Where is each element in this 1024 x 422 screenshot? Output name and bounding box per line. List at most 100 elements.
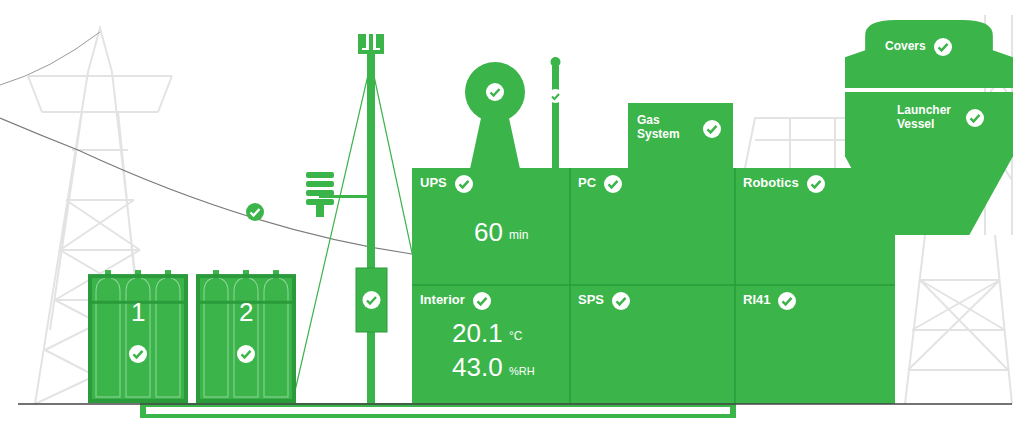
compartment-dividers (412, 168, 895, 404)
gas-pipe (140, 403, 736, 418)
status-check-circle (807, 175, 825, 193)
status-check-mark (617, 297, 626, 303)
power-line-upper (0, 32, 100, 85)
radiation-shield (306, 199, 334, 205)
status-check-circle (604, 175, 622, 193)
rack-frame (90, 276, 186, 401)
covers-shape (845, 20, 1013, 88)
radiation-shield (306, 172, 334, 178)
status-check (703, 120, 721, 138)
gas-pipe-inner (146, 407, 730, 414)
covers-outline (845, 18, 1013, 88)
background-structures (28, 15, 1012, 404)
guy-wires (292, 62, 414, 404)
status-check-circle (778, 292, 796, 310)
gas-cylinder-rack: 1 (88, 262, 188, 403)
station-building (412, 168, 895, 404)
ri41-compartment: RI41 (735, 285, 875, 404)
vessel-shape (845, 92, 1013, 235)
gas-system-box: Gas System (628, 103, 733, 169)
node-label: Covers (885, 40, 926, 54)
node-label: Gas System (637, 114, 697, 142)
node-label: 2 (239, 298, 253, 328)
radiation-shield (306, 181, 334, 187)
reading-value: min (509, 229, 528, 243)
radiation-shield (316, 205, 324, 217)
node-label: 1 (131, 298, 145, 328)
status-check-circle (703, 120, 721, 138)
status-check-circle (246, 203, 264, 221)
status-check-mark (609, 180, 618, 186)
sky-camera-dome (465, 62, 525, 122)
status-check-mark (478, 297, 487, 303)
sps-compartment: SPS (570, 285, 735, 404)
antenna-pole (552, 66, 559, 169)
status-check-mark (491, 89, 500, 96)
reading-value: %RH (509, 365, 535, 378)
status-check-circle (966, 109, 984, 127)
status-check-mark (939, 44, 948, 50)
ground-line (18, 403, 1012, 405)
gas-cylinder (96, 278, 120, 397)
status-check-circle (486, 83, 504, 101)
status-check (807, 175, 825, 193)
node-label: SPS (578, 293, 604, 308)
mast-fork (360, 34, 382, 52)
status-check-mark (783, 297, 792, 303)
node-label: Interior (420, 293, 465, 308)
pc-compartment: PC (570, 168, 735, 285)
interior-compartment: Interior20.1°C43.0%RH (412, 285, 570, 404)
status-check-mark (242, 351, 251, 357)
node-label: PC (578, 176, 596, 191)
node-label: UPS (420, 176, 447, 191)
status-check-mark (812, 180, 821, 186)
status-check (612, 292, 630, 310)
roof-equipment (465, 57, 563, 169)
status-check (966, 109, 984, 127)
rack-outline (88, 262, 188, 403)
status-check (934, 38, 952, 56)
status-check-circle (473, 292, 491, 310)
status-check (778, 292, 796, 310)
ups-compartment: UPS 60 min (412, 168, 570, 285)
launcher-vessel: Launcher Vessel (845, 92, 1013, 235)
status-check-mark (134, 351, 143, 357)
status-check-mark (367, 297, 376, 304)
status-check-mark (971, 115, 980, 121)
radiation-shield (306, 190, 334, 196)
status-check (237, 345, 255, 363)
status-check (129, 345, 147, 363)
gas-cylinder (126, 278, 150, 397)
status-check-circle (549, 89, 563, 103)
rack-body (88, 276, 188, 403)
status-check (473, 292, 491, 310)
pylon (28, 28, 172, 404)
rack-outline (196, 262, 296, 403)
status-check-circle (934, 38, 952, 56)
node-label: Launcher Vessel (897, 104, 963, 132)
reading-value: 43.0 (452, 353, 503, 383)
status-check-circle (612, 292, 630, 310)
status-check-mark (708, 126, 717, 132)
gas-cylinder (264, 278, 288, 397)
status-check-circle (363, 291, 381, 309)
status-check-circle (455, 175, 473, 193)
status-check-mark (460, 180, 469, 186)
robotics-compartment: Robotics (735, 168, 875, 285)
antenna-tip (551, 57, 561, 67)
gas-cylinder (156, 278, 180, 397)
covers-dome: Covers (845, 18, 1013, 88)
gas-cylinder (204, 278, 228, 397)
reading-value: 60 (474, 218, 503, 248)
power-line (0, 118, 412, 254)
rack-frame (198, 276, 294, 401)
status-check-circle (237, 345, 255, 363)
node-label: RI41 (743, 293, 770, 308)
rack-body (196, 276, 296, 403)
mast-box (356, 268, 387, 332)
status-check (455, 175, 473, 193)
reading-value: 20.1 (452, 319, 503, 349)
gas-cylinder (234, 278, 258, 397)
